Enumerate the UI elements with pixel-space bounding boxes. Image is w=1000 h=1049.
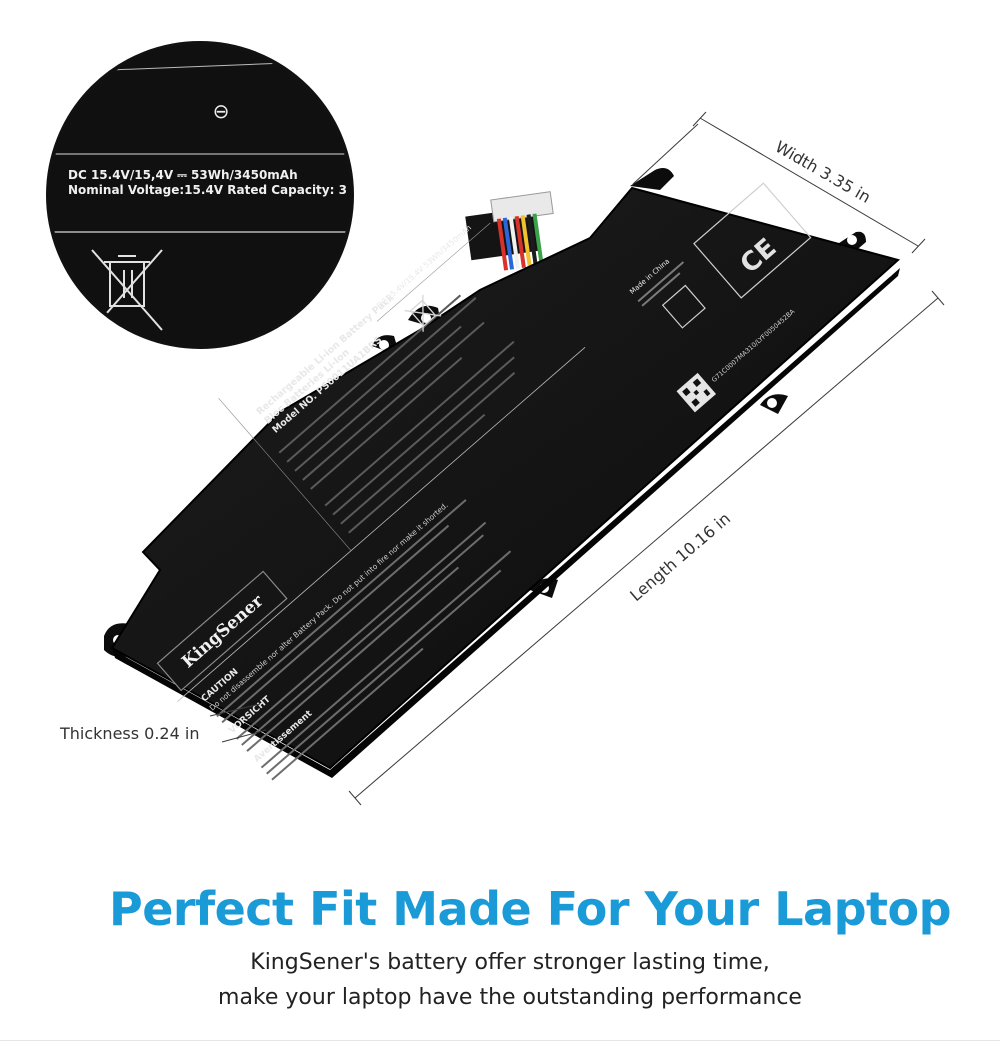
- magnifier-minus-icon: ⊖: [213, 99, 230, 123]
- crossed-bin-icon: [91, 249, 163, 331]
- magnifier-detail: ⊖ DC 15.4V/15,4V ⎓ 53Wh/3450mAh Nominal …: [46, 41, 354, 349]
- bottom-divider: [0, 1040, 1000, 1041]
- ce-box: [693, 182, 812, 299]
- qr-code-icon: [676, 372, 717, 413]
- recycle-mark-icon: [661, 284, 706, 329]
- recycle-bin-icon: [404, 294, 442, 332]
- width-label: Width 3.35 in: [772, 137, 874, 207]
- thickness-label: Thickness 0.24 in: [59, 724, 199, 743]
- battery-top-face: [110, 186, 901, 770]
- battery-connector: [465, 191, 554, 271]
- product-scene: KingSener Rechargeable Li-ion Battery Pa…: [46, 41, 945, 806]
- headline: Perfect Fit Made For Your Laptop: [108, 882, 952, 936]
- subtitle-line-2: make your laptop have the outstanding pe…: [218, 985, 802, 1010]
- magnifier-spec-line-2: Nominal Voltage:15.4V Rated Capacity: 3: [68, 183, 347, 197]
- thickness-dimension: [209, 703, 267, 743]
- length-label: Length 10.16 in: [626, 509, 734, 605]
- magnifier-spec-line-1: DC 15.4V/15,4V ⎓ 53Wh/3450mAh: [68, 168, 298, 182]
- subtitle-line-1: KingSener's battery offer stronger lasti…: [250, 950, 770, 975]
- length-dimension: [348, 290, 945, 806]
- laptop-battery: KingSener Rechargeable Li-ion Battery Pa…: [104, 168, 901, 781]
- width-dimension: [632, 111, 926, 254]
